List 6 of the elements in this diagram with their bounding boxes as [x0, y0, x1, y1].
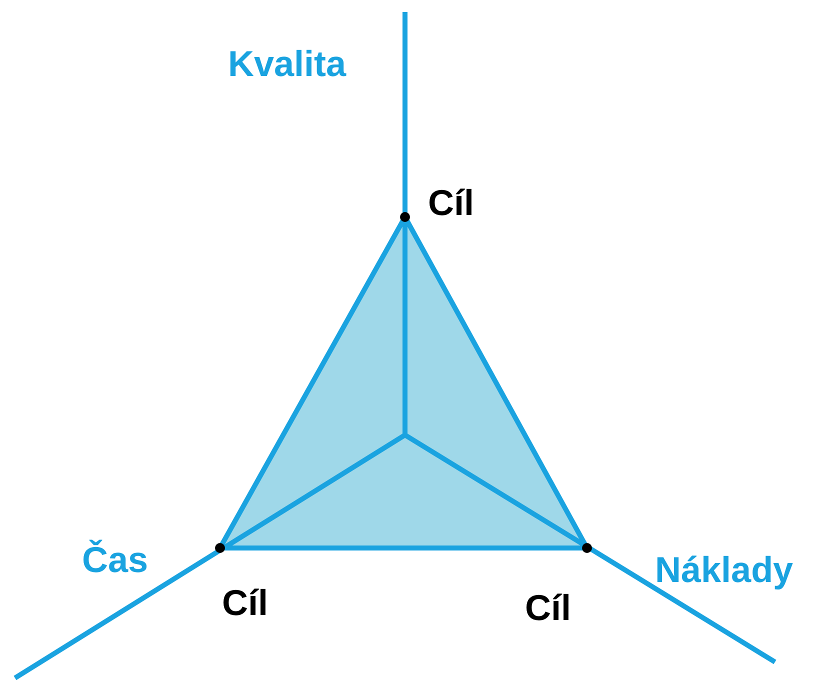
axis-label: Náklady [655, 550, 794, 590]
axis-label: Kvalita [228, 44, 346, 84]
axis-label: Čas [82, 540, 148, 580]
target-label: Cíl [222, 583, 268, 623]
target-label: Cíl [428, 183, 474, 223]
target-label: Cíl [525, 588, 572, 628]
